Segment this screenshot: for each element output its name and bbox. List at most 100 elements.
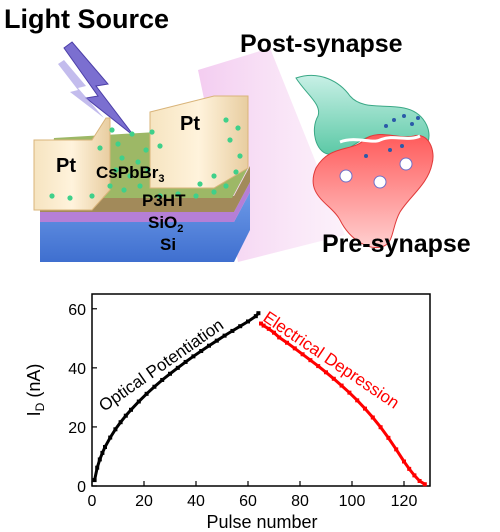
data-point — [230, 328, 235, 333]
data-point — [207, 343, 211, 348]
data-point — [129, 407, 133, 412]
data-point — [308, 358, 313, 363]
data-point — [136, 399, 141, 404]
quantum-dot — [109, 127, 115, 133]
data-point — [100, 450, 105, 455]
quantum-dot — [127, 173, 133, 179]
quantum-dot — [175, 191, 181, 197]
x-tick-label: 60 — [239, 493, 257, 510]
data-point — [324, 370, 328, 375]
quantum-dot — [113, 167, 119, 173]
quantum-dot — [135, 159, 141, 165]
data-point — [256, 311, 261, 316]
data-point — [118, 420, 123, 425]
data-point — [261, 323, 266, 328]
si-layer — [40, 192, 250, 262]
y-axis-title: ID (nA) — [24, 364, 47, 417]
data-point — [370, 415, 375, 420]
x-tick-label: 100 — [339, 493, 366, 510]
quantum-dot — [149, 129, 155, 135]
data-point — [97, 457, 102, 462]
data-point — [238, 324, 243, 329]
x-tick-label: 80 — [291, 493, 309, 510]
data-point — [417, 478, 422, 483]
data-point — [316, 364, 321, 369]
lightning-bolt-icon — [58, 41, 135, 137]
quantum-dot — [233, 169, 239, 175]
data-point — [394, 447, 399, 452]
data-point — [108, 435, 113, 440]
data-point — [160, 377, 165, 382]
data-point — [339, 383, 344, 388]
quantum-dot — [211, 189, 217, 195]
data-point — [272, 330, 276, 335]
data-point — [412, 473, 417, 478]
data-point — [266, 326, 271, 331]
data-point — [246, 319, 250, 324]
quantum-dot — [193, 193, 199, 199]
data-point — [253, 314, 258, 319]
x-tick-label: 120 — [391, 493, 418, 510]
quantum-dot — [157, 193, 163, 199]
quantum-dot — [107, 183, 113, 189]
data-point — [103, 445, 107, 450]
data-point — [92, 478, 97, 483]
series-line-1 — [260, 322, 426, 486]
quantum-dot — [137, 183, 143, 189]
quantum-dot — [157, 143, 163, 149]
data-point — [402, 459, 406, 464]
pt-left-electrode — [33, 117, 111, 211]
quantum-dot — [97, 145, 103, 151]
quantum-dot — [121, 187, 127, 193]
data-point — [95, 465, 100, 470]
device-stack — [33, 95, 250, 262]
cspbbr3-label: CsPbBr3 — [96, 163, 164, 185]
data-point — [152, 384, 157, 389]
data-point — [407, 466, 412, 471]
x-axis-title: Pulse number — [206, 512, 317, 532]
quantum-dot — [197, 181, 203, 187]
quantum-dot — [227, 137, 233, 143]
quantum-dot — [223, 183, 229, 189]
quantum-dot — [49, 193, 55, 199]
series-group — [92, 311, 427, 487]
x-tick-label: 20 — [135, 493, 153, 510]
x-tick-label: 40 — [187, 493, 205, 510]
pt-left-label: Pt — [56, 155, 76, 177]
quantum-dot — [145, 167, 151, 173]
data-point — [300, 352, 305, 357]
quantum-dot — [237, 153, 243, 159]
plot-frame — [91, 293, 431, 487]
data-point — [292, 346, 297, 351]
quantum-dot — [235, 125, 241, 131]
light-source-label: Light Source — [4, 4, 169, 34]
data-point — [113, 427, 118, 432]
quantum-dot — [143, 147, 149, 153]
si-label: Si — [160, 235, 176, 254]
data-point — [378, 425, 383, 430]
post-synapse-label: Post-synapse — [240, 30, 403, 58]
y-tick-label: 40 — [68, 361, 86, 378]
quantum-dots — [49, 117, 243, 201]
data-point — [222, 333, 227, 338]
data-point — [422, 482, 427, 487]
pt-right-electrode — [149, 95, 249, 189]
sio2-label: SiO2 — [148, 213, 183, 235]
pre-synapse-label: Pre-synapse — [322, 230, 471, 258]
data-point — [285, 340, 289, 345]
data-point — [214, 338, 219, 343]
electrical-annotation: Electrical Depression — [260, 308, 403, 413]
data-point — [175, 365, 180, 370]
data-point — [123, 413, 128, 418]
optical-annotation: Optical Potentiation — [95, 315, 227, 415]
quantum-dot — [211, 173, 217, 179]
y-tick-label: 0 — [77, 479, 86, 496]
data-point — [363, 406, 367, 411]
data-point — [168, 371, 172, 376]
y-tick-label: 20 — [68, 420, 86, 437]
data-point — [259, 321, 263, 326]
